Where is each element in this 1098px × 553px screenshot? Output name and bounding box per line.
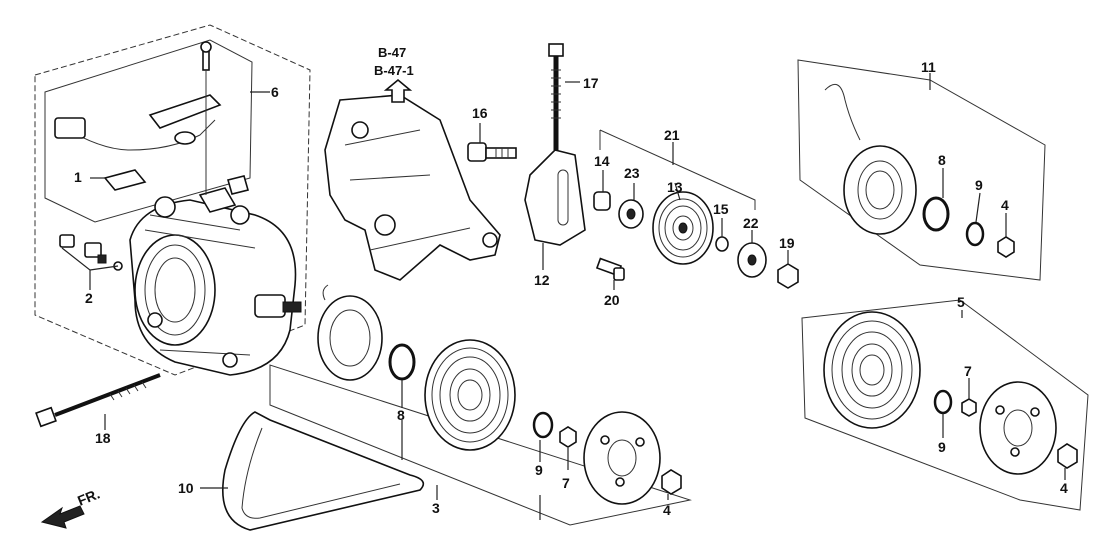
callout-4: 4 <box>663 502 671 518</box>
callout-3: 3 <box>432 500 440 516</box>
callout-5: 5 <box>957 294 965 310</box>
part-16-bolt <box>467 142 517 162</box>
up-arrow-icon <box>383 78 413 103</box>
front-label: FR. <box>75 485 102 508</box>
part-9-shim-c <box>933 389 953 415</box>
callout-6: 6 <box>271 84 279 100</box>
reference-block: B-47 B-47-1 <box>374 45 414 103</box>
front-arrow-icon <box>40 505 85 529</box>
callout-18: 18 <box>95 430 111 446</box>
callout-8: 8 <box>397 407 405 423</box>
callout-17: 17 <box>583 75 599 91</box>
callout-15: 15 <box>713 201 729 217</box>
part-clutch-plate-b <box>979 381 1057 475</box>
clutch-assembly-frame <box>801 299 1089 511</box>
part-17-bolt <box>548 43 564 150</box>
part-10-belt <box>221 411 425 531</box>
compressor-bracket <box>324 94 501 281</box>
part-20-bolt <box>595 257 625 281</box>
part-11-field-coil <box>824 83 917 235</box>
part-8-snap-ring-b <box>922 196 950 232</box>
part-19-nut <box>777 263 799 289</box>
compressor-assembly <box>129 175 302 376</box>
part-8-snap-ring <box>388 343 416 381</box>
part-clutch-pulley <box>424 339 516 451</box>
part-9-shim-b <box>965 221 985 247</box>
part-2-valve <box>59 234 123 271</box>
callout-2: 2 <box>85 290 93 306</box>
part-7-shim-nut <box>559 426 577 448</box>
callout-9-b: 9 <box>975 177 983 193</box>
group-frames <box>34 24 1089 526</box>
clutch-group-frame <box>269 364 692 526</box>
callout-8-b: 8 <box>938 152 946 168</box>
reference-b47: B-47 <box>378 45 406 60</box>
part-4-nut-c <box>1057 443 1078 469</box>
part-22-washer <box>737 242 767 278</box>
part-clutch-plate <box>583 411 661 505</box>
callout-22: 22 <box>743 215 759 231</box>
compressor-group-frame <box>34 24 311 376</box>
part-field-coil <box>317 284 383 381</box>
part-12-plate <box>524 149 586 246</box>
part-23-washer <box>618 199 644 229</box>
callout-11: 11 <box>921 59 936 75</box>
callout-4-c: 4 <box>1060 480 1068 496</box>
sensor-subgroup-frame <box>44 39 253 223</box>
callouts: 6 1 2 18 10 8 3 9 7 4 16 17 21 14 23 13 … <box>74 59 1068 518</box>
callout-7: 7 <box>562 475 570 491</box>
part-4-nut <box>661 469 682 495</box>
bracket-group-line <box>599 129 756 210</box>
callout-7-b: 7 <box>964 363 972 379</box>
part-13-idler-pulley <box>652 191 714 265</box>
part-5-clutch-assembly <box>823 311 921 429</box>
reference-b47-1: B-47-1 <box>374 63 414 78</box>
callout-1: 1 <box>74 169 82 185</box>
leader-lines <box>61 73 1066 520</box>
callout-4-b: 4 <box>1001 197 1009 213</box>
callout-14: 14 <box>594 153 610 169</box>
callout-9: 9 <box>535 462 543 478</box>
part-9-shim <box>532 411 554 439</box>
part-1-clip <box>103 169 147 191</box>
part-6-harness <box>54 41 222 195</box>
callout-9-c: 9 <box>938 439 946 455</box>
front-direction-indicator: FR. <box>40 485 102 529</box>
part-7-shim-nut-b <box>961 398 977 417</box>
callout-21: 21 <box>664 127 680 143</box>
part-14-collar <box>593 191 611 211</box>
callout-23: 23 <box>624 165 640 181</box>
callout-20: 20 <box>604 292 620 308</box>
callout-16: 16 <box>472 105 488 121</box>
part-4-nut-b <box>997 236 1015 258</box>
part-15-spacer <box>715 236 729 252</box>
callout-13: 13 <box>667 179 683 195</box>
part-18-bolt <box>35 373 161 428</box>
callout-10: 10 <box>178 480 194 496</box>
callout-19: 19 <box>779 235 795 251</box>
callout-12: 12 <box>534 272 550 288</box>
